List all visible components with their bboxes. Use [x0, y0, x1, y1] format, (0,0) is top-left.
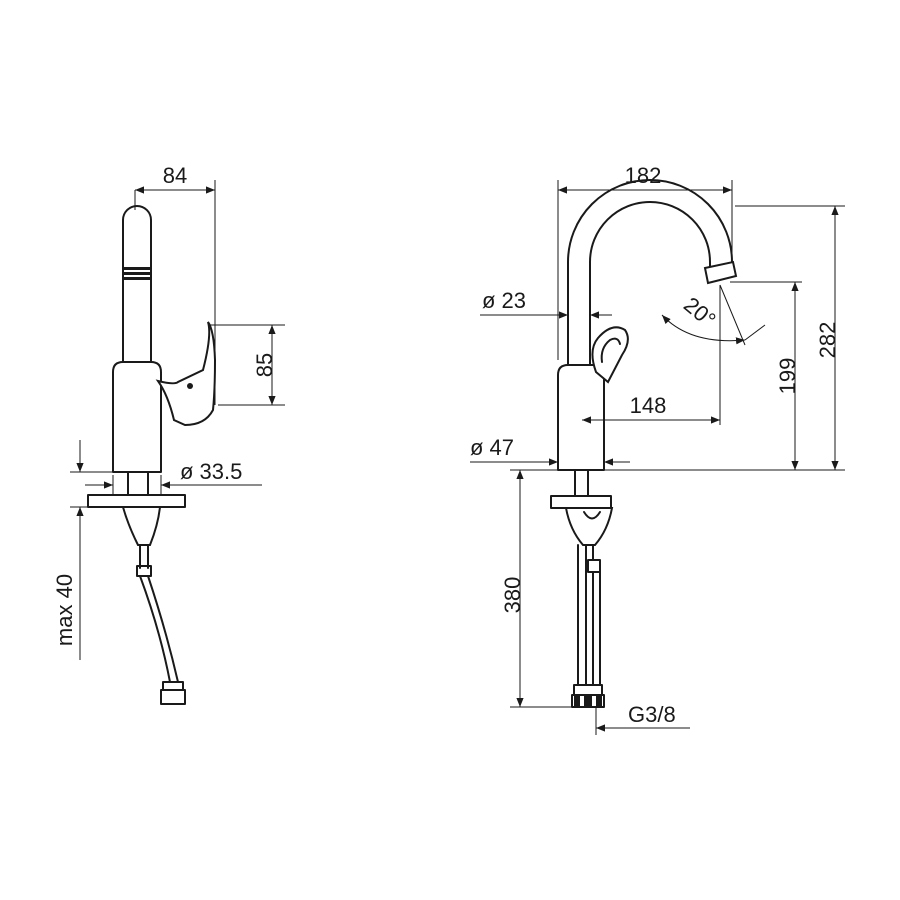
front-view-faucet	[550, 179, 738, 708]
front-handle	[591, 326, 629, 384]
dim-282: 282	[815, 322, 840, 359]
front-spout-outer	[567, 179, 733, 366]
dim-380: 380	[500, 577, 525, 614]
side-view-faucet	[87, 205, 217, 705]
dim-182: 182	[625, 163, 662, 188]
dim-84: 84	[163, 163, 187, 188]
dim-47: ø 47	[470, 435, 514, 460]
dim-33-5: ø 33.5	[180, 459, 242, 484]
side-body	[112, 361, 162, 473]
front-spout-inner	[589, 201, 711, 366]
side-spout	[122, 205, 152, 363]
dim-148: 148	[630, 393, 667, 418]
side-view-dimensions: 84 85 ø 33.5 max 40	[52, 163, 285, 660]
dim-23: ø 23	[482, 288, 526, 313]
dim-g3-8: G3/8	[628, 702, 676, 727]
dim-max-40: max 40	[52, 574, 77, 646]
front-base-plate	[550, 495, 612, 509]
dim-199: 199	[775, 358, 800, 395]
dim-85: 85	[252, 353, 277, 377]
dim-20-deg: 20°	[679, 292, 721, 333]
front-view-dimensions: 182 ø 23 20° 148 199 282 ø 47 380	[470, 163, 845, 735]
front-body	[557, 364, 605, 471]
side-base-plate	[87, 494, 186, 508]
side-handle	[155, 321, 217, 427]
